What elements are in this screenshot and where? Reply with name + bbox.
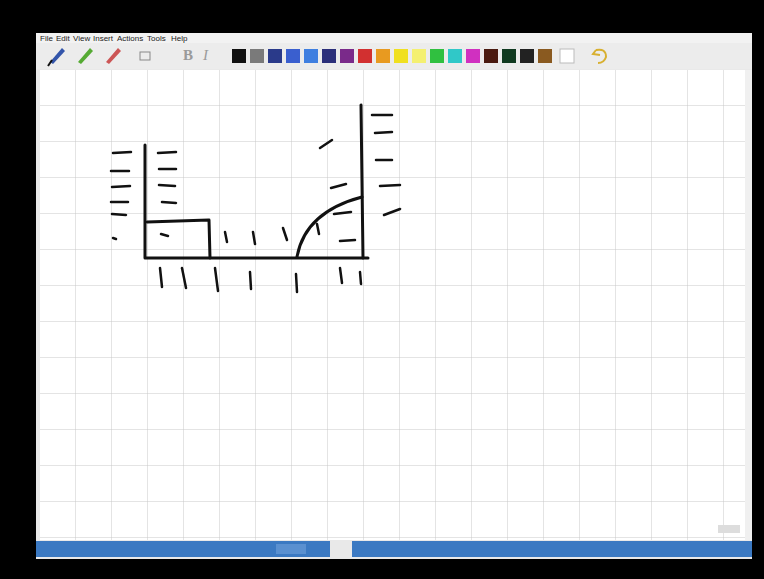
hatch-stroke — [340, 240, 355, 241]
color-swatch — [484, 49, 498, 63]
color-swatch — [466, 49, 480, 63]
color-swatch — [358, 49, 372, 63]
hatch-stroke — [113, 238, 116, 239]
tank-outline — [145, 105, 368, 258]
color-swatch — [232, 49, 246, 63]
color-palette — [232, 49, 552, 63]
color-swatch — [322, 49, 336, 63]
color-swatch — [340, 49, 354, 63]
hatch-stroke — [360, 272, 361, 284]
status-bar — [352, 541, 752, 557]
hatch-stroke — [182, 268, 186, 288]
app-window — [36, 33, 752, 559]
toolbar — [36, 43, 752, 69]
undo-icon — [593, 50, 606, 63]
scrollbar — [745, 70, 752, 540]
color-swatch — [520, 49, 534, 63]
menu-item: Tools — [147, 35, 166, 43]
hatch-stroke — [162, 202, 176, 203]
hatch-stroke — [160, 268, 162, 287]
menu-item: Insert — [93, 35, 113, 43]
hatch-stroke — [111, 170, 129, 173]
color-swatch — [430, 49, 444, 63]
hatch-stroke — [225, 232, 227, 242]
menu-item: Help — [171, 35, 187, 43]
color-swatch — [268, 49, 282, 63]
tank-wall — [361, 105, 363, 258]
hatch-stroke — [253, 232, 255, 244]
menu-item: Edit — [56, 35, 70, 43]
menu-item: Actions — [117, 35, 143, 43]
hatching — [111, 115, 400, 292]
menu-item: File — [40, 35, 53, 43]
color-swatch — [286, 49, 300, 63]
canvas — [40, 70, 752, 540]
hatch-stroke — [372, 114, 392, 117]
status-tab — [276, 544, 306, 554]
hatch-stroke — [112, 186, 130, 187]
menu-bar — [36, 33, 752, 43]
color-swatch — [304, 49, 318, 63]
color-swatch — [502, 49, 516, 63]
curved-gate — [297, 197, 362, 257]
hatch-stroke — [296, 274, 297, 292]
bold-button: B — [183, 48, 193, 63]
hatch-stroke — [331, 184, 346, 188]
hatch-stroke — [159, 168, 176, 171]
color-swatch — [538, 49, 552, 63]
hatch-stroke — [112, 214, 126, 215]
hatch-stroke — [161, 234, 168, 236]
color-swatch — [250, 49, 264, 63]
status-bar — [36, 541, 330, 557]
hatch-stroke — [384, 209, 400, 215]
white-swatch — [560, 49, 574, 63]
color-swatch — [412, 49, 426, 63]
hatch-stroke — [283, 228, 287, 240]
menu-item: View — [73, 35, 90, 43]
grid — [40, 70, 752, 540]
color-swatch — [448, 49, 462, 63]
hatch-stroke — [340, 268, 342, 283]
page-indicator — [718, 525, 740, 533]
hatch-stroke — [158, 152, 176, 153]
tank-wall — [145, 145, 368, 258]
hatch-stroke — [250, 272, 251, 289]
color-swatch — [394, 49, 408, 63]
color-swatch — [376, 49, 390, 63]
hatch-stroke — [334, 212, 351, 214]
hatch-stroke — [113, 152, 131, 153]
rectangular-block — [147, 220, 210, 258]
hatch-stroke — [111, 201, 128, 204]
hatch-stroke — [375, 132, 392, 133]
hatch-stroke — [159, 185, 175, 186]
hatch-stroke — [317, 224, 319, 234]
hatch-stroke — [376, 159, 392, 162]
hatch-stroke — [215, 268, 218, 291]
italic-button: I — [203, 48, 208, 63]
hatch-stroke — [380, 185, 400, 186]
hatch-stroke — [320, 140, 332, 148]
toolbar-icons — [48, 48, 150, 66]
